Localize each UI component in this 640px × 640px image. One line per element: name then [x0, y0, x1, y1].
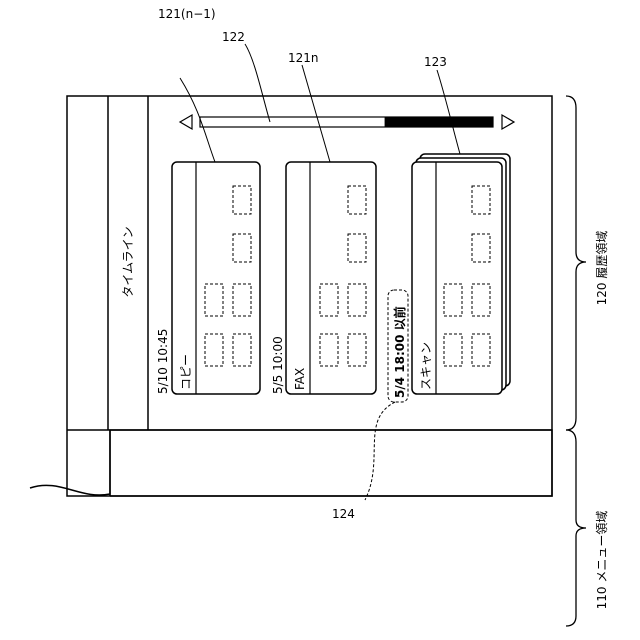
ref-scrollbar: 122: [222, 30, 245, 44]
card-label-scan: スキャン: [419, 342, 433, 390]
card-label-fax: FAX: [293, 368, 307, 390]
scroll-right-arrow-icon[interactable]: [502, 115, 514, 129]
card-timestamp-copy: 5/10 10:45: [156, 329, 170, 394]
ref-card-prev: 121(n−1): [158, 7, 216, 21]
timeline-title: タイムライン: [121, 226, 135, 297]
history-area-bracket: [566, 96, 586, 430]
card-timestamp-fax: 5/5 10:00: [271, 336, 285, 394]
scroll-left-arrow-icon[interactable]: [180, 115, 192, 129]
history-area-label: 120 履歴領域: [594, 231, 609, 306]
menu-area-outline: [30, 430, 552, 496]
period-marker-text: 5/4 18:00 以前: [392, 306, 407, 398]
menu-area-bracket: [566, 430, 586, 626]
history-card-fax[interactable]: [286, 162, 376, 394]
area-brackets: [566, 96, 586, 626]
ref-stack: 123: [424, 55, 447, 69]
menu-area-label: 110 メニュー領域: [594, 511, 609, 610]
ref-card-n: 121n: [288, 51, 319, 65]
card-label-copy: コピー: [179, 354, 193, 390]
scrollbar[interactable]: [180, 115, 514, 129]
ref-period-marker: 124: [332, 507, 355, 521]
menu-area: [30, 430, 552, 496]
scroll-thumb[interactable]: [385, 117, 493, 127]
